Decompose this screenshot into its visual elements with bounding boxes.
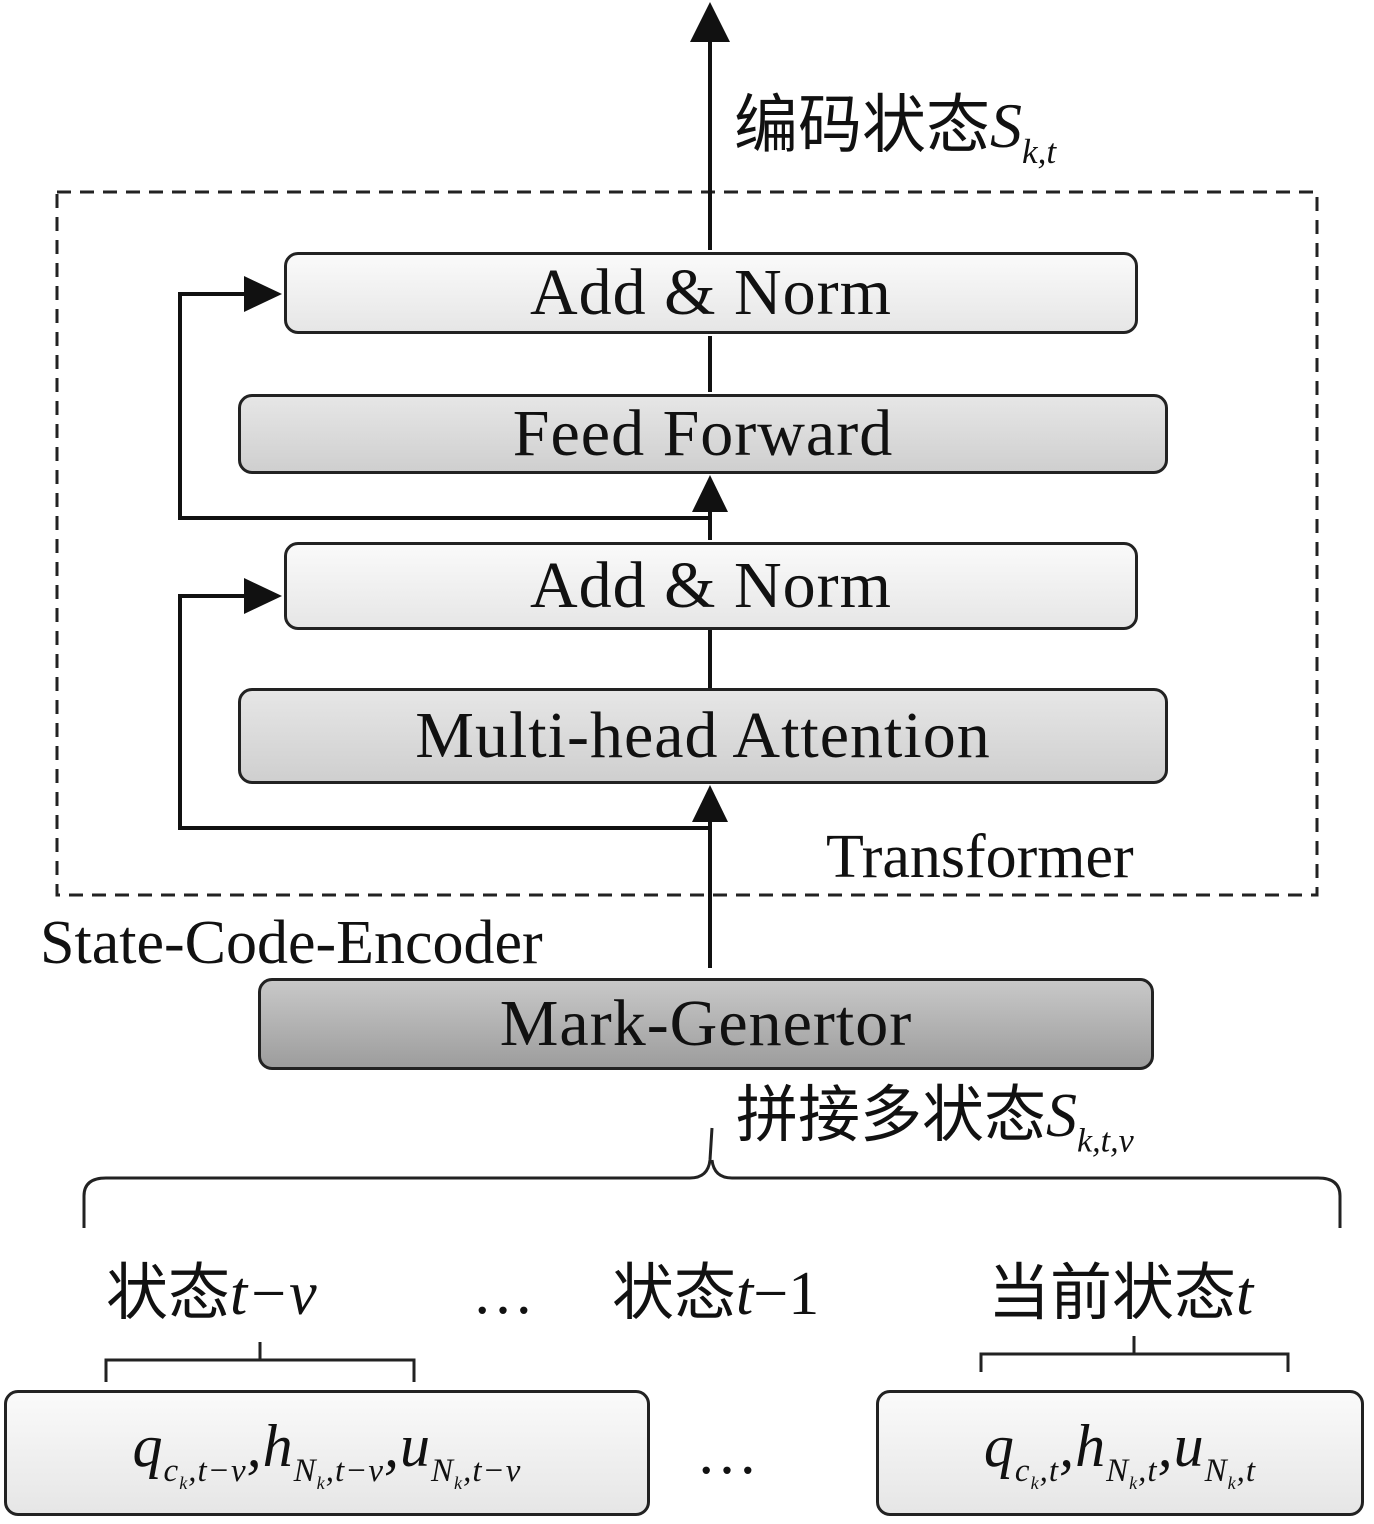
add-norm-top-box: Add & Norm xyxy=(284,252,1138,334)
state-middle-suffix: −1 xyxy=(753,1260,820,1328)
add-norm-bottom-label: Add & Norm xyxy=(530,549,892,622)
state-left-text: 状态 xyxy=(106,1256,231,1329)
input-box-right: qck,t,hNk,t,uNk,t xyxy=(876,1390,1364,1516)
input-right-formula: qck,t,hNk,t,uNk,t xyxy=(983,1413,1257,1493)
state-middle-var: t xyxy=(736,1260,754,1328)
encoder-label: State-Code-Encoder xyxy=(40,912,543,974)
output-label-var: S xyxy=(990,90,1022,161)
encoder-label-text: State-Code-Encoder xyxy=(40,909,543,977)
input-ellipsis-text: … xyxy=(696,1419,758,1487)
output-label-text: 编码状态 xyxy=(734,89,990,163)
concat-label-sub: k,t,v xyxy=(1077,1122,1134,1160)
add-norm-bottom-box: Add & Norm xyxy=(284,542,1138,630)
feed-forward-label: Feed Forward xyxy=(512,397,894,470)
arrow-into-feedforward xyxy=(692,475,728,512)
residual-line-1 xyxy=(178,594,710,830)
mark-generator-box: Mark-Genertor xyxy=(258,978,1154,1070)
concat-label: 拼接多状态Sk,t,v xyxy=(736,1084,1134,1158)
state-right-label: 当前状态t xyxy=(988,1260,1254,1328)
output-arrow xyxy=(690,2,730,42)
feed-forward-box: Feed Forward xyxy=(238,394,1168,474)
bracket-right xyxy=(979,1336,1290,1372)
input-ellipsis: … xyxy=(696,1422,758,1484)
state-ellipsis: … xyxy=(472,1262,534,1324)
state-middle-label: 状态t−1 xyxy=(612,1260,820,1328)
bracket-left xyxy=(104,1342,416,1382)
input-box-left: qck,t−v,hNk,t−v,uNk,t−v xyxy=(4,1390,650,1516)
residual-arrow-1 xyxy=(244,578,282,614)
output-label-sub: k,t xyxy=(1022,131,1057,171)
concat-brace xyxy=(82,1127,1342,1228)
input-left-formula: qck,t−v,hNk,t−v,uNk,t−v xyxy=(132,1413,522,1493)
multi-head-attention-label: Multi-head Attention xyxy=(415,699,991,772)
arrow-into-multihead xyxy=(692,785,728,822)
state-left-label: 状态t−v xyxy=(106,1260,317,1328)
state-right-var: t xyxy=(1236,1260,1254,1328)
concat-label-var: S xyxy=(1046,1082,1078,1150)
state-middle-text: 状态 xyxy=(612,1256,737,1329)
state-ellipsis-text: … xyxy=(472,1259,534,1327)
output-label: 编码状态Sk,t xyxy=(734,94,1056,169)
state-left-var: t−v xyxy=(230,1260,317,1328)
mark-generator-label: Mark-Genertor xyxy=(499,987,913,1060)
residual-arrow-2 xyxy=(244,276,282,312)
add-norm-top-label: Add & Norm xyxy=(530,256,892,329)
state-right-text: 当前状态 xyxy=(988,1256,1237,1329)
transformer-frame xyxy=(55,190,1319,897)
transformer-label-text: Transformer xyxy=(826,823,1134,891)
residual-line-2 xyxy=(178,292,710,520)
concat-label-text: 拼接多状态 xyxy=(736,1078,1047,1151)
multi-head-attention-box: Multi-head Attention xyxy=(238,688,1168,784)
transformer-label: Transformer xyxy=(826,826,1134,888)
